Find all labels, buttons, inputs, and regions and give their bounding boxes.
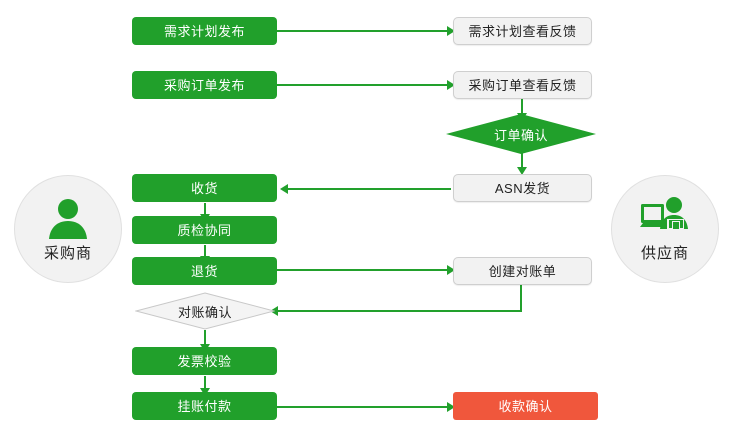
node-invoice-verify[interactable]: 发票校验 xyxy=(132,347,277,375)
node-payment-receipt-confirm[interactable]: 收款确认 xyxy=(453,392,598,420)
edge-create-reconcile-to-confirm xyxy=(278,310,522,312)
node-order-confirm[interactable]: 订单确认 xyxy=(446,114,596,154)
edge-create-reconcile-vertical xyxy=(520,284,522,312)
order-confirm-diamond-shape xyxy=(446,114,596,154)
edge-asn-to-goods-receipt xyxy=(288,188,451,190)
actor-supplier: 供应商 xyxy=(611,175,719,283)
node-return-goods[interactable]: 退货 xyxy=(132,257,277,285)
arrowhead-goods-receipt xyxy=(280,184,288,194)
person-at-computer-icon xyxy=(639,196,691,240)
edge-reconcile-confirm-to-invoice xyxy=(204,330,206,346)
reconcile-confirm-diamond-shape xyxy=(135,292,275,330)
node-create-reconcile-sheet[interactable]: 创建对账单 xyxy=(453,257,592,285)
node-purchase-order-publish[interactable]: 采购订单发布 xyxy=(132,71,277,99)
edge-accrue-payment-to-receipt-confirm xyxy=(277,406,449,408)
edge-quality-to-return xyxy=(204,245,206,258)
arrowhead-purchase-order-feedback xyxy=(447,80,455,90)
arrowhead-payment-receipt-confirm xyxy=(447,402,455,412)
node-purchase-order-feedback[interactable]: 采购订单查看反馈 xyxy=(453,71,592,99)
user-person-icon xyxy=(42,196,94,240)
edge-order-confirm-to-asn xyxy=(521,152,523,171)
node-accrue-payment[interactable]: 挂账付款 xyxy=(132,392,277,420)
edge-goods-receipt-to-quality xyxy=(204,203,206,216)
edge-purchase-order-publish-to-feedback xyxy=(277,84,449,86)
node-reconcile-confirm-label: 对账确认 xyxy=(177,304,232,320)
edge-invoice-to-accrue-payment xyxy=(204,376,206,390)
node-demand-plan-publish[interactable]: 需求计划发布 xyxy=(132,17,277,45)
edge-purchase-order-feedback-to-order-confirm xyxy=(521,99,523,115)
node-order-confirm-label: 订单确认 xyxy=(493,127,548,143)
node-quality-collaboration[interactable]: 质检协同 xyxy=(132,216,277,244)
node-goods-receipt[interactable]: 收货 xyxy=(132,174,277,202)
person-at-computer-icon-shape xyxy=(640,196,688,229)
node-asn-shipment[interactable]: ASN发货 xyxy=(453,174,592,202)
actor-buyer: 采购商 xyxy=(14,175,122,283)
actor-supplier-label: 供应商 xyxy=(640,244,689,262)
arrowhead-asn-shipment xyxy=(517,167,527,175)
edge-demand-plan-publish-to-feedback xyxy=(277,30,449,32)
node-reconcile-confirm[interactable]: 对账确认 xyxy=(135,292,275,330)
user-person-icon-shape xyxy=(49,198,87,239)
actor-buyer-label: 采购商 xyxy=(43,244,92,262)
node-demand-plan-feedback[interactable]: 需求计划查看反馈 xyxy=(453,17,592,45)
arrowhead-create-reconcile-sheet xyxy=(447,265,455,275)
arrowhead-demand-plan-feedback xyxy=(447,26,455,36)
edge-return-to-create-reconcile xyxy=(277,269,449,271)
